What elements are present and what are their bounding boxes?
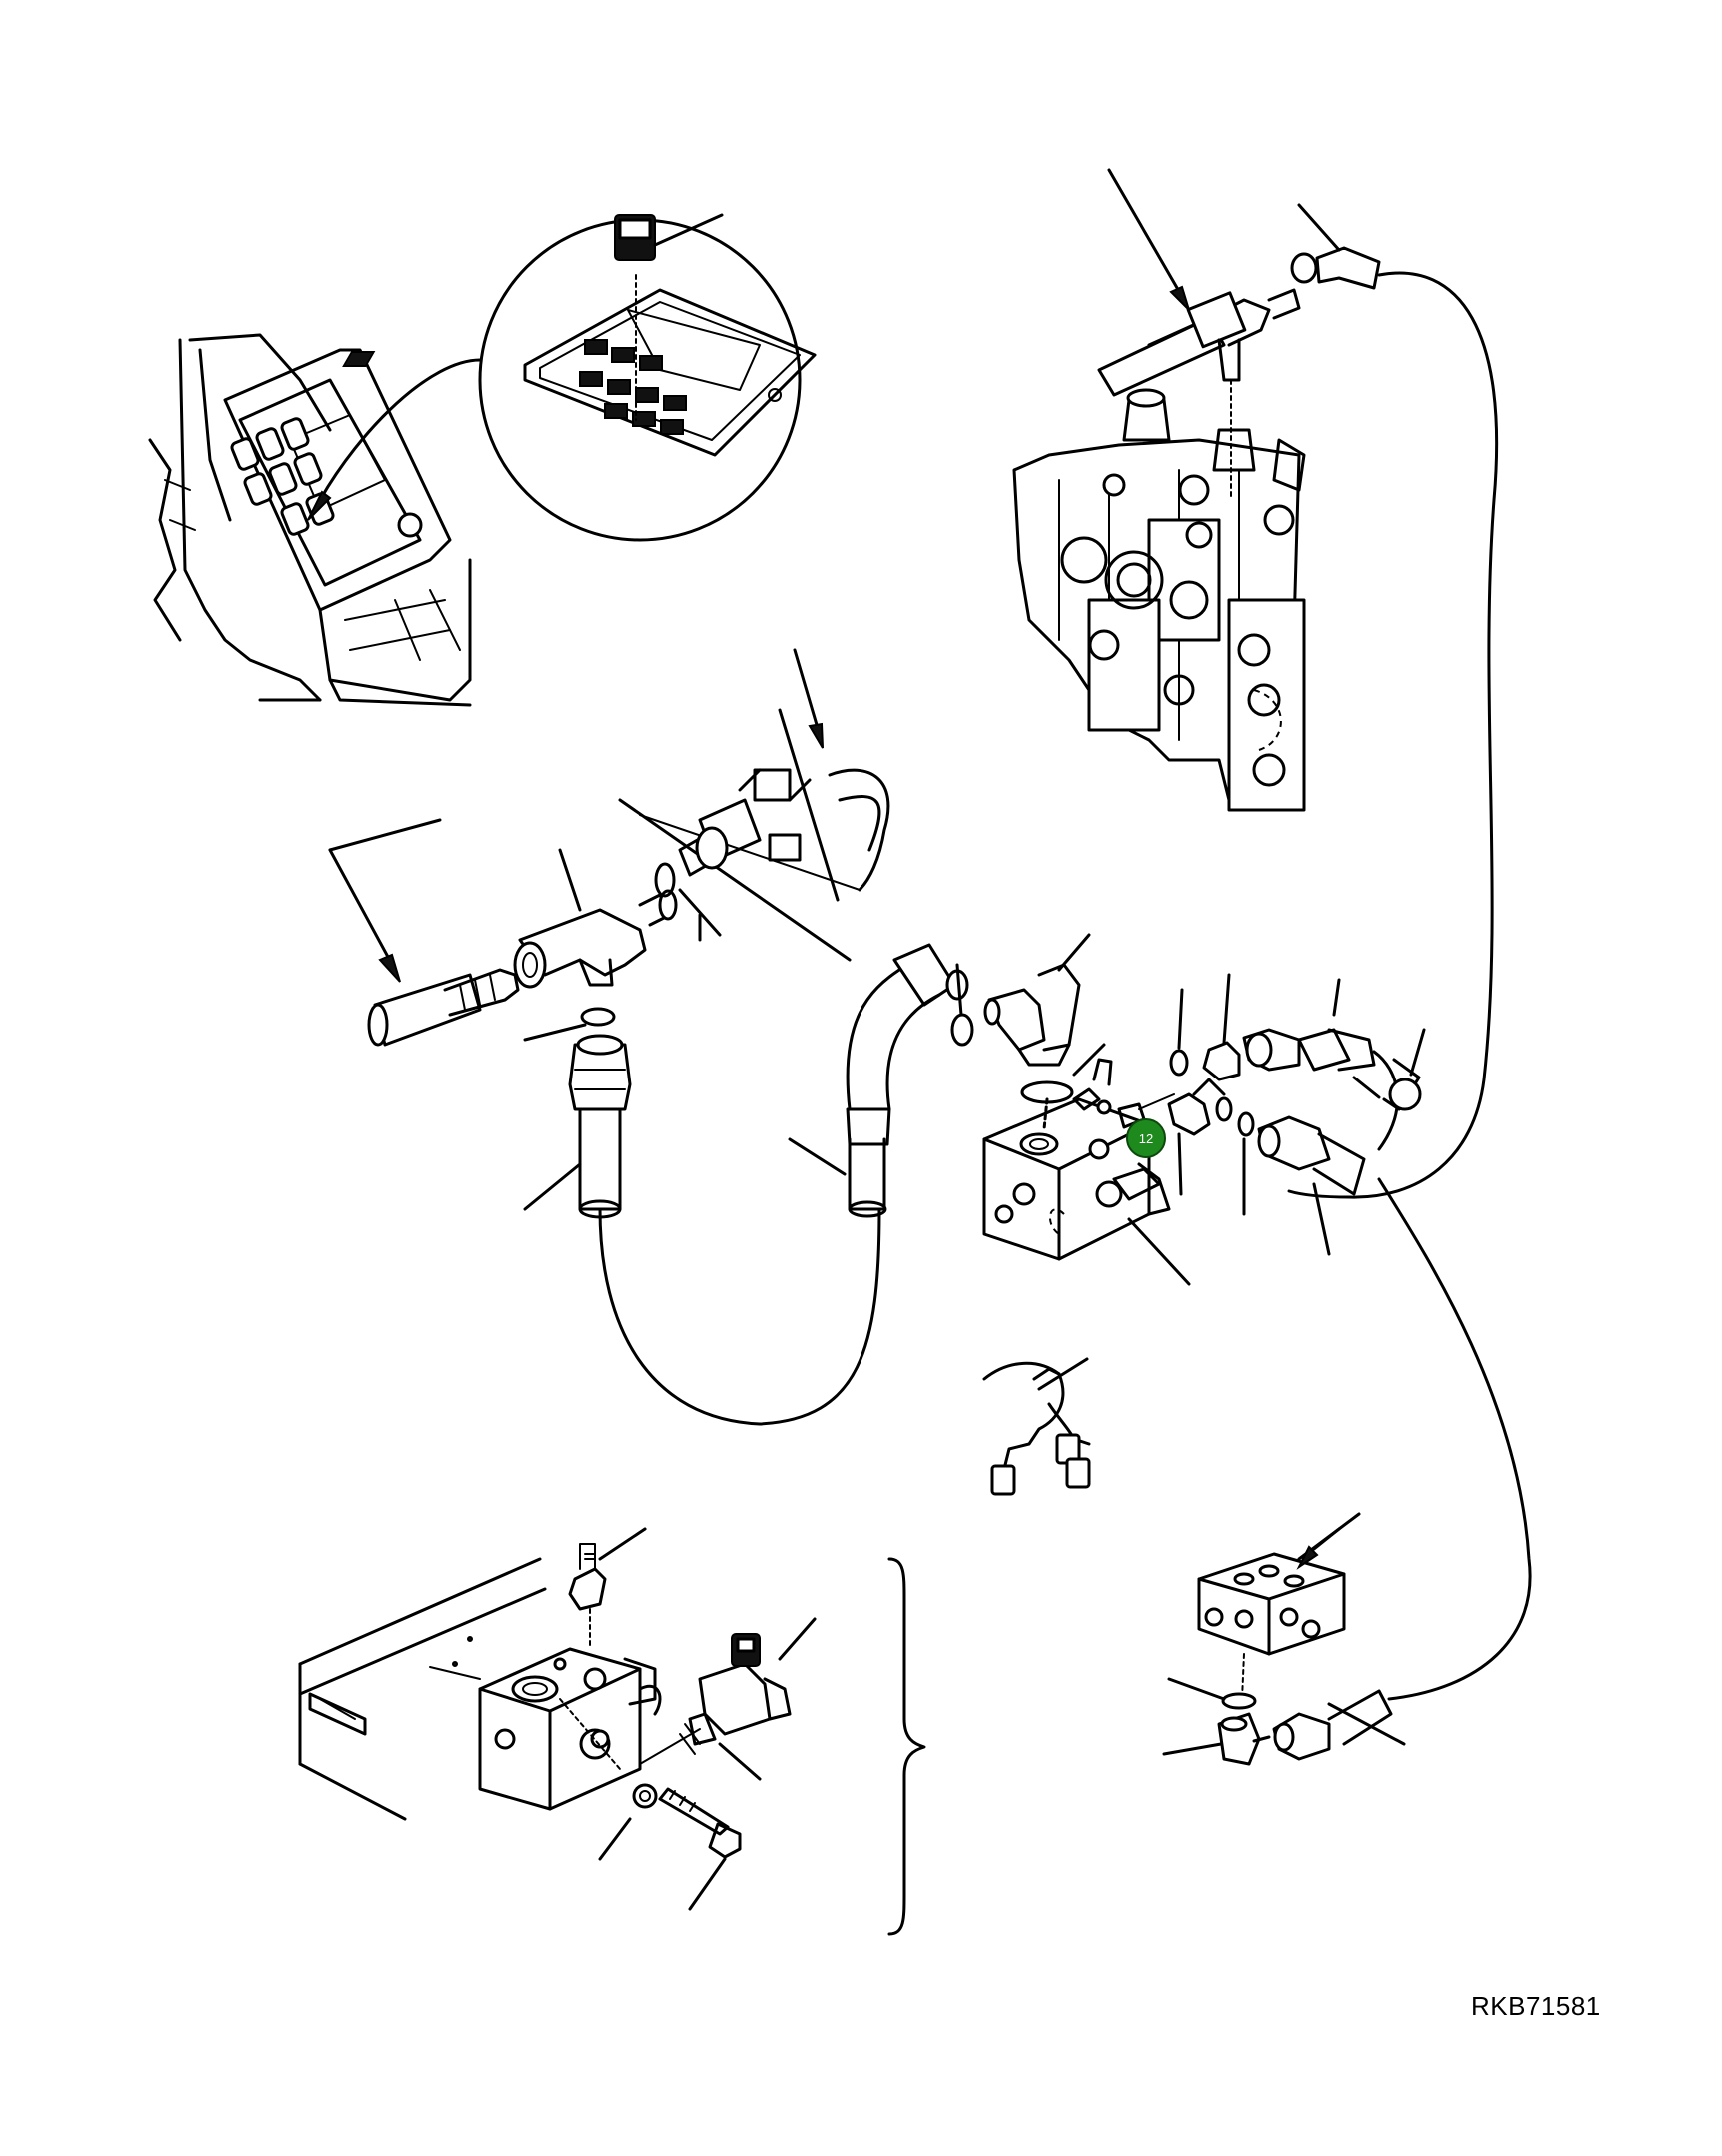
- valve-end-section: [1227, 598, 1306, 812]
- detail-circle-group: [342, 213, 817, 542]
- right-upper-hose: [1327, 1028, 1376, 1072]
- junction-hose: [1327, 1689, 1393, 1746]
- left-hose-loop: [598, 1207, 881, 1426]
- manifold-block-group: [982, 1058, 1191, 1286]
- left-coupling: [568, 1043, 632, 1111]
- connector-1: [990, 1464, 1016, 1496]
- pressure-switch: [568, 1567, 607, 1611]
- center-hose-bend-a: [846, 968, 901, 1111]
- right-fittings-group: [1167, 973, 1426, 1256]
- pipe-clamp-group: [618, 648, 890, 962]
- right-lower-hose: [1312, 1132, 1366, 1196]
- drawing-code-label: RKB71581: [1471, 1991, 1601, 2021]
- left-tee-assembly-group: [328, 818, 678, 1219]
- center-hose-nut: [892, 943, 956, 1007]
- detail-arrowhead: [307, 490, 332, 521]
- solenoid-valve-block: [478, 1647, 642, 1811]
- elbow-fitting-group: [983, 933, 1106, 1131]
- washer: [632, 1783, 658, 1809]
- detail-switch-grid: [342, 339, 687, 435]
- bracket-lip: [308, 1692, 367, 1736]
- right-oring-2: [1237, 1111, 1255, 1137]
- valve-body: [1012, 438, 1301, 812]
- pilot-hose-loop: [1287, 271, 1499, 1199]
- manifold-port: [1019, 1132, 1059, 1156]
- hose-clip: [1388, 1078, 1422, 1111]
- detail-panel: [523, 288, 817, 457]
- left-tee-oring-2: [654, 862, 676, 898]
- connector-3: [1065, 1457, 1091, 1489]
- valve-tee-fitting-group: [1097, 168, 1381, 501]
- leader-tee-arrow: [328, 818, 442, 852]
- valve-hose-end: [1315, 246, 1381, 290]
- left-tee-oring: [580, 1007, 616, 1027]
- control-valve-bank-group: [1012, 388, 1306, 812]
- detail-leader: [318, 358, 482, 502]
- wiring-harness-group: [982, 1357, 1091, 1496]
- junction-elbow: [1217, 1712, 1261, 1766]
- bottom-left-assembly-group: [298, 1527, 817, 1911]
- pipe-sleeve: [695, 826, 729, 870]
- junction-oring: [1221, 1692, 1257, 1710]
- bolt-head: [708, 1822, 742, 1859]
- center-hose-stub: [848, 1137, 886, 1211]
- brace: [887, 1557, 926, 1936]
- left-hose-stub: [578, 1107, 622, 1211]
- cab-console-group: [148, 333, 482, 707]
- junction-block: [1197, 1552, 1346, 1656]
- valve-swivel-nut: [1290, 252, 1318, 284]
- solenoid-coil: [698, 1662, 772, 1736]
- callout-badge[interactable]: 12: [1126, 1118, 1166, 1158]
- left-tee-body: [518, 908, 647, 977]
- pilot-hose-lower: [1377, 1177, 1532, 1701]
- center-elbow-hose-group: [788, 943, 974, 1218]
- right-oring-1: [1169, 1049, 1189, 1077]
- leader-pipe-arrow: [793, 648, 822, 737]
- center-hose-bend-b: [885, 993, 941, 1111]
- right-lower-elbow: [1167, 1092, 1211, 1136]
- console-knob: [397, 512, 423, 538]
- center-oring: [950, 1013, 974, 1047]
- junction-block-group: [1162, 1512, 1406, 1766]
- leader-valve-tee: [1107, 168, 1186, 302]
